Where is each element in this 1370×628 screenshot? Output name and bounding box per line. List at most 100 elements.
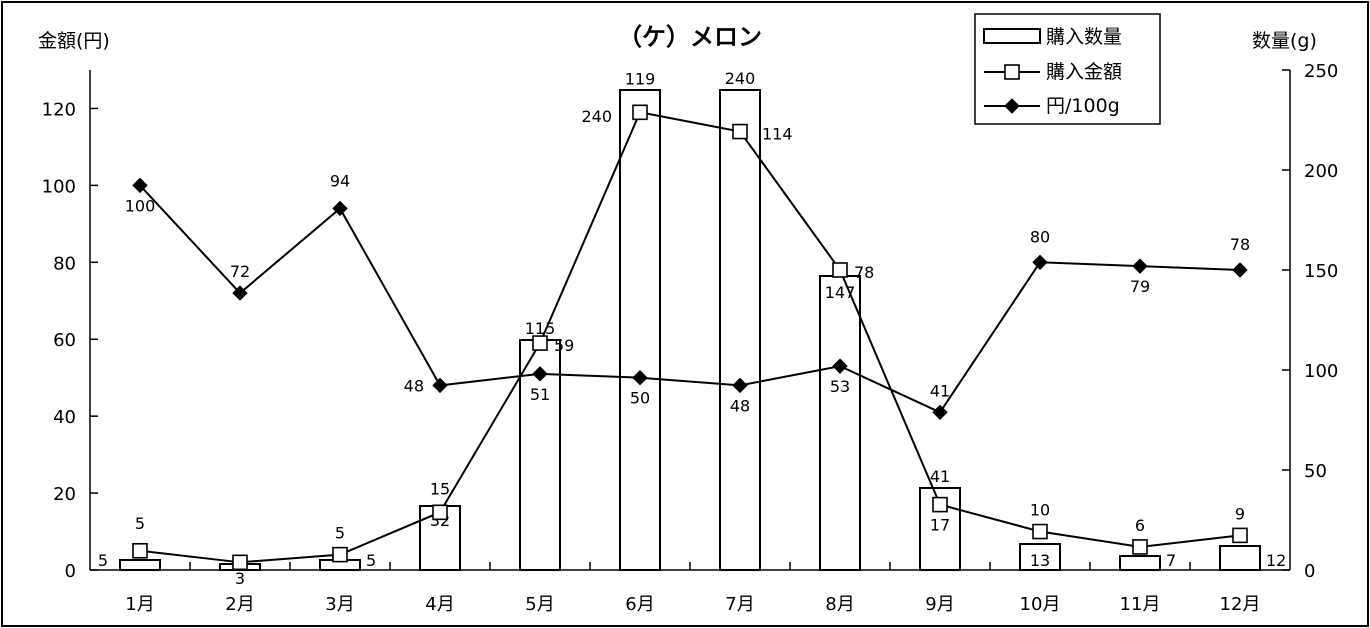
x-tick-label: 1月 (125, 594, 154, 615)
legend-label-unit-price: 円/100g (1046, 95, 1120, 117)
amount-point-10月 (1032, 523, 1048, 540)
legend-diamond-marker (1004, 98, 1020, 114)
amount-data-label: 5 (335, 524, 345, 543)
x-tick-label: 5月 (525, 594, 554, 615)
amount-data-label: 9 (1235, 504, 1245, 523)
bar-data-label: 41 (930, 467, 950, 486)
unit-price-point-3月 (332, 200, 348, 217)
unit-price-data-label: 100 (125, 196, 156, 215)
bar-6月 (619, 89, 661, 571)
y-left-tick-label: 120 (42, 99, 76, 120)
y-left-tick-label: 60 (53, 330, 76, 351)
unit-price-point-9月 (932, 404, 948, 421)
y-left-tick-label: 40 (53, 407, 76, 428)
bar-8月 (819, 275, 861, 571)
bar-data-label: 115 (525, 319, 556, 338)
legend: 購入数量 購入金額 円/100g (974, 13, 1161, 125)
amount-data-label: 78 (854, 263, 874, 282)
unit-price-data-label: 50 (630, 389, 650, 408)
bar-data-label: 5 (98, 551, 108, 570)
legend-bar-swatch (983, 28, 1041, 44)
amount-data-label: 59 (554, 336, 574, 355)
x-tick-label: 8月 (825, 594, 854, 615)
amount-data-label: 119 (625, 69, 656, 88)
unit-price-data-label: 78 (1230, 235, 1250, 254)
y-right-tick-label: 150 (1304, 261, 1338, 282)
amount-point-8月 (832, 262, 848, 278)
unit-price-data-label: 80 (1030, 227, 1050, 246)
amount-data-label: 6 (1135, 516, 1145, 535)
bar-series-purchase-quantity (119, 89, 1261, 571)
bar-12月 (1219, 545, 1261, 571)
amount-point-3月 (332, 546, 348, 563)
unit-price-point-4月 (432, 377, 448, 394)
legend-label-amount: 購入金額 (1046, 61, 1122, 83)
unit-price-point-1月 (132, 177, 148, 194)
bar-data-label: 13 (1030, 551, 1050, 570)
amount-data-label: 5 (135, 514, 145, 533)
y-right-tick-label: 100 (1304, 361, 1338, 382)
amount-point-2月 (232, 554, 248, 571)
amount-point-1月 (132, 542, 148, 559)
y-left-axis-label: 金額(円) (38, 30, 110, 52)
unit-price-data-label: 79 (1130, 277, 1150, 296)
unit-price-data-label: 53 (830, 377, 850, 396)
bar-data-label: 3 (235, 569, 245, 588)
bar-10月 (1019, 543, 1061, 571)
bar-4月 (419, 505, 461, 571)
line-purchase-amount (139, 111, 1241, 564)
legend-label-quantity: 購入数量 (1046, 26, 1122, 48)
line-unit-price (139, 184, 1241, 414)
bar-data-label: 5 (366, 551, 376, 570)
amount-point-11月 (1132, 539, 1148, 555)
amount-data-label: 15 (430, 479, 450, 498)
y-right-tick-label: 200 (1304, 161, 1338, 182)
bar-data-label: 240 (725, 69, 756, 88)
amount-data-label: 10 (1030, 501, 1050, 520)
x-tick-label: 4月 (425, 594, 454, 615)
bar-7月 (719, 89, 761, 571)
unit-price-point-5月 (532, 366, 548, 382)
x-tick-label: 2月 (225, 594, 254, 615)
unit-price-point-2月 (232, 285, 248, 301)
amount-point-5月 (532, 335, 548, 351)
bar-data-label: 7 (1166, 551, 1176, 570)
unit-price-point-6月 (632, 369, 648, 386)
unit-price-point-10月 (1032, 254, 1048, 271)
y-right-tick-label: 0 (1304, 561, 1315, 582)
y-left-tick-label: 80 (53, 253, 76, 274)
amount-point-12月 (1232, 527, 1248, 544)
unit-price-point-11月 (1132, 258, 1148, 274)
x-tick-label: 12月 (1220, 594, 1261, 615)
amount-data-label: 17 (930, 516, 950, 535)
y-left-tick-label: 100 (42, 176, 76, 197)
x-tick-label: 10月 (1020, 594, 1061, 615)
unit-price-data-label: 72 (230, 262, 250, 281)
y-right-axis-label: 数量(g) (1252, 30, 1317, 52)
y-left-tick-label: 20 (53, 484, 76, 505)
bar-11月 (1119, 555, 1161, 571)
unit-price-point-12月 (1232, 262, 1248, 278)
unit-price-point-7月 (732, 377, 748, 394)
y-right-tick-label: 50 (1304, 461, 1327, 482)
unit-price-data-label: 48 (730, 396, 750, 415)
x-tick-label: 7月 (725, 594, 754, 615)
unit-price-data-label: 41 (930, 381, 950, 400)
bar-data-label: 240 (581, 107, 612, 126)
bar-data-label: 147 (825, 283, 856, 302)
bar-1月 (119, 559, 161, 571)
x-tick-label: 3月 (325, 594, 354, 615)
legend-square-marker (1004, 64, 1020, 80)
x-tick-label: 6月 (625, 594, 654, 615)
unit-price-data-label: 51 (530, 385, 550, 404)
chart-title: （ケ）メロン (618, 23, 762, 51)
x-tick-label: 11月 (1120, 594, 1161, 615)
